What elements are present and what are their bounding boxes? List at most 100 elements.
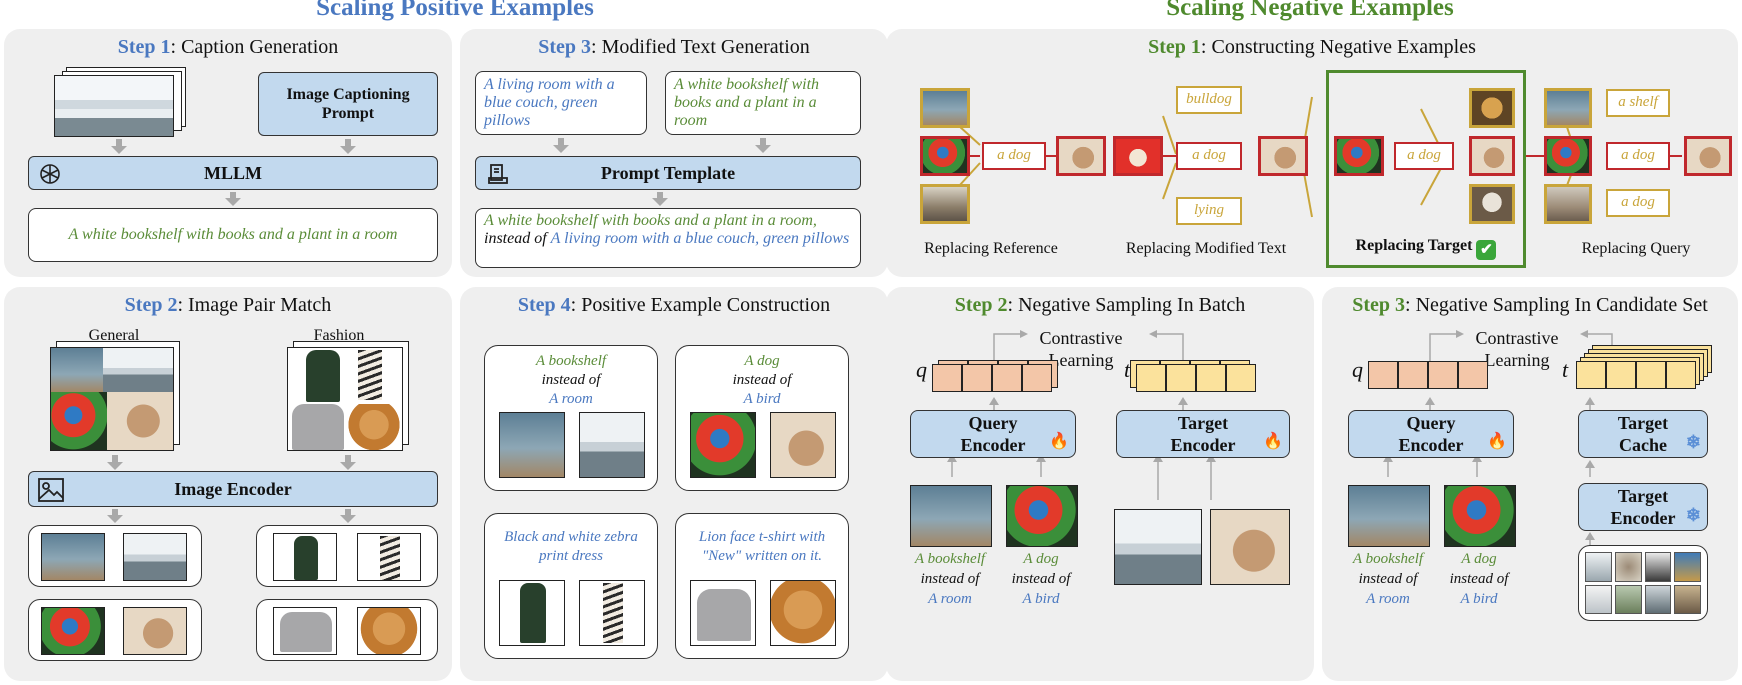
checkmark-icon: ✔ [1476,240,1497,260]
document-template-icon [486,162,510,191]
pos-step1-panel: Step 1: Caption Generation Image Caption… [4,29,452,277]
positive-section-title: Scaling Positive Examples [316,0,594,21]
snowflake-icon: ❄ [1685,432,1701,452]
query-vector [932,364,1052,392]
target-cache-box: Target Cache ❄ [1578,410,1708,458]
prompt-template-box: Prompt Template [475,156,861,190]
generated-caption-box: A white bookshelf with books and a plant… [28,208,438,262]
caption-replacing-modified-text: Replacing Modified Text [1125,240,1287,257]
query-thumb [920,136,970,176]
zebra-dress-image [579,580,645,646]
query-thumb [1334,136,1384,176]
candidate-thumb [1585,584,1612,614]
image-captioning-prompt-box: Image Captioning Prompt [258,72,438,136]
positive-card-3: Black and white zebra print dress [484,513,658,659]
target-vector-label: t [1562,357,1569,382]
lion-tshirt-image [357,607,421,655]
living-room-image [41,533,105,581]
negative-reference-thumb [920,184,970,224]
candidate-set-gallery [1578,545,1708,621]
pos-step1-heading: Step 1: Caption Generation [117,36,339,58]
bookshelf-image [1114,509,1202,585]
modified-text-label: a dog [1176,142,1242,170]
fashion-image-collage [287,347,403,451]
caption-replacing-reference: Replacing Reference [924,240,1058,257]
modified-text-box: A white bookshelf with books and a plant… [475,208,861,268]
pos-step3-heading: Step 3: Modified Text Generation [538,36,810,58]
neg-step3-heading: Step 3: Negative Sampling In Candidate S… [1352,294,1708,316]
parrot-image [41,607,105,655]
bookshelf-image [579,412,645,478]
reference-thumb [920,88,970,128]
reference-caption-box: A living room with a blue couch, green p… [475,71,647,135]
candidate-thumb [1644,552,1672,582]
fashion-label: Fashion [313,327,365,344]
target-thumb [1056,136,1106,176]
target-encoder-box: Target Encoder ❄ [1578,483,1708,531]
pos-step4-heading: Step 4: Positive Example Construction [517,294,831,316]
query-vector-label: q [916,357,927,382]
neg-step3-arrows [1383,330,1613,549]
generated-caption: A white bookshelf with books and a plant… [68,226,398,243]
query-vector-label: q [1352,357,1363,382]
parrot-image [1006,485,1078,547]
query-vector [1368,361,1488,389]
neg-step2-arrows [947,330,1216,500]
general-pair-2 [28,599,202,661]
query-encoder-box: Query Encoder 🔥 [910,410,1076,458]
candidate-thumb [1644,584,1672,614]
image-encoder-box: Image Encoder [28,471,438,507]
general-image-collage [50,347,174,451]
positive-card-1: A bookshelf instead of A room [484,345,658,491]
dark-dress-image [499,580,565,646]
candidate-thumb [1585,552,1612,582]
query-thumb [1544,136,1592,176]
dog-image [123,607,187,655]
target-thumb [1684,136,1732,176]
positive-card-2: A dog instead of A bird [675,345,849,491]
parrot-image [1444,485,1516,547]
modified-text-label: a dog [982,142,1046,170]
dog-image [770,412,836,478]
mllm-box: MLLM [28,156,438,190]
living-room-image [1348,485,1430,547]
pos-step3-panel: Step 3: Modified Text Generation A livin… [460,29,888,277]
caption-replacing-query: Replacing Query [1581,240,1691,257]
pos-step4-panel: Step 4: Positive Example Construction A … [460,287,888,681]
negative-target-thumb [1469,184,1515,224]
fire-icon: 🔥 [1263,433,1283,450]
fire-icon: 🔥 [1049,433,1069,450]
general-pair-1 [28,525,202,587]
negative-text-label: bulldog [1176,86,1242,114]
parrot-image [690,412,756,478]
image-icon [37,477,65,508]
candidate-thumb [1614,584,1642,614]
negative-query-thumb [1544,184,1592,224]
modified-text-label: a dog [1606,142,1670,170]
negative-target-thumb [1469,88,1515,128]
caption-replacing-target: Replacing Target ✔ [1326,237,1526,260]
fashion-pair-1 [256,525,438,587]
neg-step1-panel: Step 1: Constructing Negative Examples a… [886,29,1738,277]
fire-icon: 🔥 [1487,433,1507,450]
modified-text-label: a dog [1394,142,1454,170]
dog-image [1210,509,1290,585]
target-vector [1136,364,1256,392]
target-thumb [1258,136,1308,176]
negative-text-label: a dog [1606,189,1670,217]
gray-sweatshirt-image [273,607,337,655]
general-label: General [88,327,140,344]
target-thumb [1469,136,1515,176]
neg-step2-heading: Step 2: Negative Sampling In Batch [954,294,1246,316]
candidate-thumb [1674,584,1701,614]
living-room-image [910,485,992,547]
candidate-thumb [1674,552,1701,582]
contrastive-learning-label: Contrastive Learning [1475,328,1559,370]
target-encoder-box: Target Encoder 🔥 [1116,410,1290,458]
gray-sweatshirt-image [690,580,756,646]
snowflake-icon: ❄ [1685,505,1701,525]
zebra-dress-image [357,533,421,581]
negative-text-label: lying [1176,197,1242,225]
neg-step1-heading: Step 1: Constructing Negative Examples [1148,36,1476,58]
bookshelf-image [54,75,174,137]
